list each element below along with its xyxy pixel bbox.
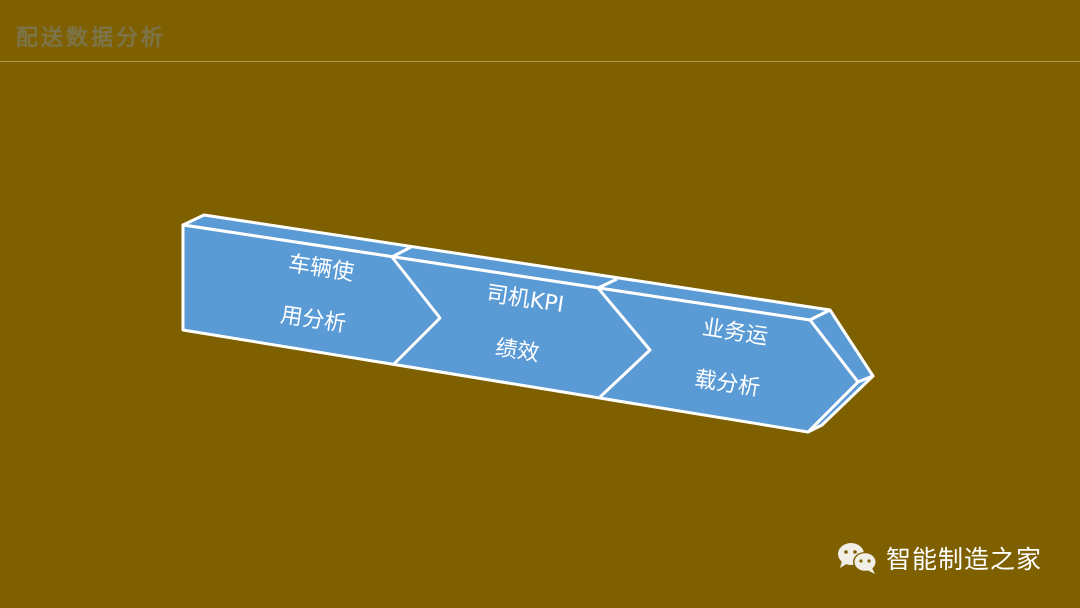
wechat-icon: [838, 543, 877, 574]
slide-title: 配送数据分析: [16, 26, 167, 51]
title-divider: [0, 61, 1080, 62]
chevron-front-face: [181, 223, 860, 434]
step-2-label: 司机KPI 绩效: [484, 281, 566, 367]
step-3-label: 业务运 载分析: [692, 315, 770, 402]
step-1-label: 车辆使 用分析: [278, 251, 356, 338]
watermark-text: 智能制造之家: [886, 545, 1043, 574]
watermark: 智能制造之家: [836, 540, 1042, 576]
